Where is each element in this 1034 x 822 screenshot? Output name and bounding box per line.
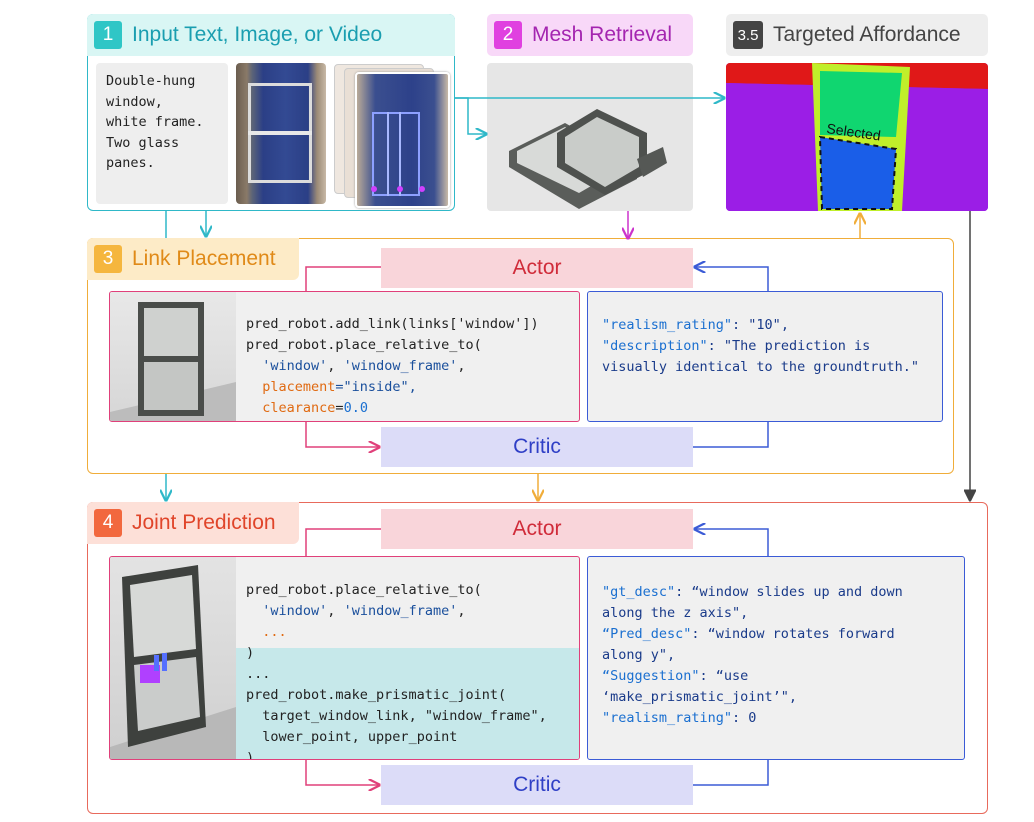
- actor-button-joint: Actor: [381, 509, 693, 549]
- code-line: placement="inside",: [262, 379, 417, 395]
- step-4-title: Joint Prediction: [132, 511, 276, 534]
- critic-line: visually identical to the groundtruth.": [602, 359, 919, 375]
- section-link-placement: [87, 238, 954, 474]
- section-input-header: [87, 14, 455, 56]
- code-line: pred_robot.place_relative_to(: [246, 337, 482, 353]
- step-1-badge: 1: [94, 21, 122, 49]
- critic-line: along y",: [602, 647, 676, 663]
- critic-button-joint: Critic: [381, 765, 693, 805]
- link-render-image: [110, 292, 236, 421]
- critic-line: "description": "The prediction is: [602, 338, 871, 354]
- critic-line: “Suggestion": “use: [602, 668, 749, 684]
- mesh-retrieval-image: [487, 63, 693, 211]
- section-joint-prediction: [87, 502, 988, 814]
- code-line: ): [246, 750, 255, 760]
- joint-code-highlight: [236, 648, 579, 759]
- section-mesh-title: 2 Mesh Retrieval: [494, 21, 672, 49]
- step-2-title: Mesh Retrieval: [532, 23, 673, 46]
- critic-button-link: Critic: [381, 427, 693, 467]
- code-line: pred_robot.place_relative_to(: [246, 582, 482, 598]
- input-text-box: Double-hung window, white frame. Two gla…: [96, 63, 228, 204]
- code-line: target_window_link, "window_frame",: [262, 708, 547, 724]
- section-affordance-header: [726, 14, 988, 56]
- input-text-line: panes.: [106, 155, 155, 171]
- critic-panel-joint: "gt_desc": “window slides up and down alo…: [587, 556, 965, 760]
- input-video-frame: [355, 72, 450, 208]
- joint-code: pred_robot.place_relative_to( 'window', …: [246, 559, 547, 760]
- affordance-segmentation: Selected: [726, 63, 988, 211]
- step-35-badge: 3.5: [733, 21, 763, 49]
- section-link-title: 3 Link Placement: [94, 245, 276, 273]
- code-line: pred_robot.make_prismatic_joint(: [246, 687, 507, 703]
- critic-line: “Pred_desc": “window rotates forward: [602, 626, 895, 642]
- actor-panel-link: pred_robot.add_link(links['window'])pred…: [109, 291, 580, 422]
- section-joint-title: 4 Joint Prediction: [94, 509, 276, 537]
- input-text-line: Two glass: [106, 134, 180, 151]
- input-image: [236, 63, 326, 204]
- arrow-input-to-mesh: [455, 97, 486, 134]
- link-code: pred_robot.add_link(links['window'])pred…: [246, 292, 539, 421]
- affordance-image: Selected: [726, 63, 988, 211]
- joint-render-image: [110, 557, 236, 759]
- section-affordance-title: 3.5 Targeted Affordance: [733, 21, 961, 49]
- critic-line: ‘make_prismatic_joint’",: [602, 689, 798, 705]
- step-3-title: Link Placement: [132, 247, 276, 270]
- input-text-line: window,: [106, 93, 163, 110]
- code-line: ): [246, 419, 539, 421]
- actor-button-link: Actor: [381, 248, 693, 288]
- code-line: 'window', 'window_frame',: [262, 358, 466, 374]
- section-input-title: 1 Input Text, Image, or Video: [94, 21, 382, 49]
- section-link-header: [87, 238, 299, 280]
- mesh-window-render: [509, 109, 667, 209]
- step-3-badge: 3: [94, 245, 122, 273]
- critic-line: along the z axis",: [602, 605, 749, 621]
- critic-line: "realism_rating": 0: [602, 710, 757, 726]
- step-4-badge: 4: [94, 509, 122, 537]
- step-2-badge: 2: [494, 21, 522, 49]
- code-line: clearance=0.0: [262, 400, 368, 416]
- section-joint-header: [87, 502, 299, 544]
- code-line: ...: [262, 624, 287, 640]
- critic-panel-link: "realism_rating": "10", "description": "T…: [587, 291, 943, 422]
- code-line: ): [246, 645, 255, 661]
- code-line: pred_robot.add_link(links['window']): [246, 316, 539, 332]
- step-35-title: Targeted Affordance: [773, 23, 961, 46]
- critic-line: "realism_rating": "10",: [602, 317, 789, 333]
- code-line: ...: [246, 666, 271, 682]
- code-line: lower_point, upper_point: [262, 729, 458, 745]
- input-text-line: Double-hung: [106, 73, 196, 89]
- selected-label: Selected: [826, 120, 882, 143]
- critic-line: "gt_desc": “window slides up and down: [602, 584, 903, 600]
- step-1-title: Input Text, Image, or Video: [132, 23, 383, 46]
- input-text-line: white frame.: [106, 114, 204, 130]
- actor-panel-joint: pred_robot.place_relative_to( 'window', …: [109, 556, 580, 760]
- code-line: 'window', 'window_frame',: [262, 603, 466, 619]
